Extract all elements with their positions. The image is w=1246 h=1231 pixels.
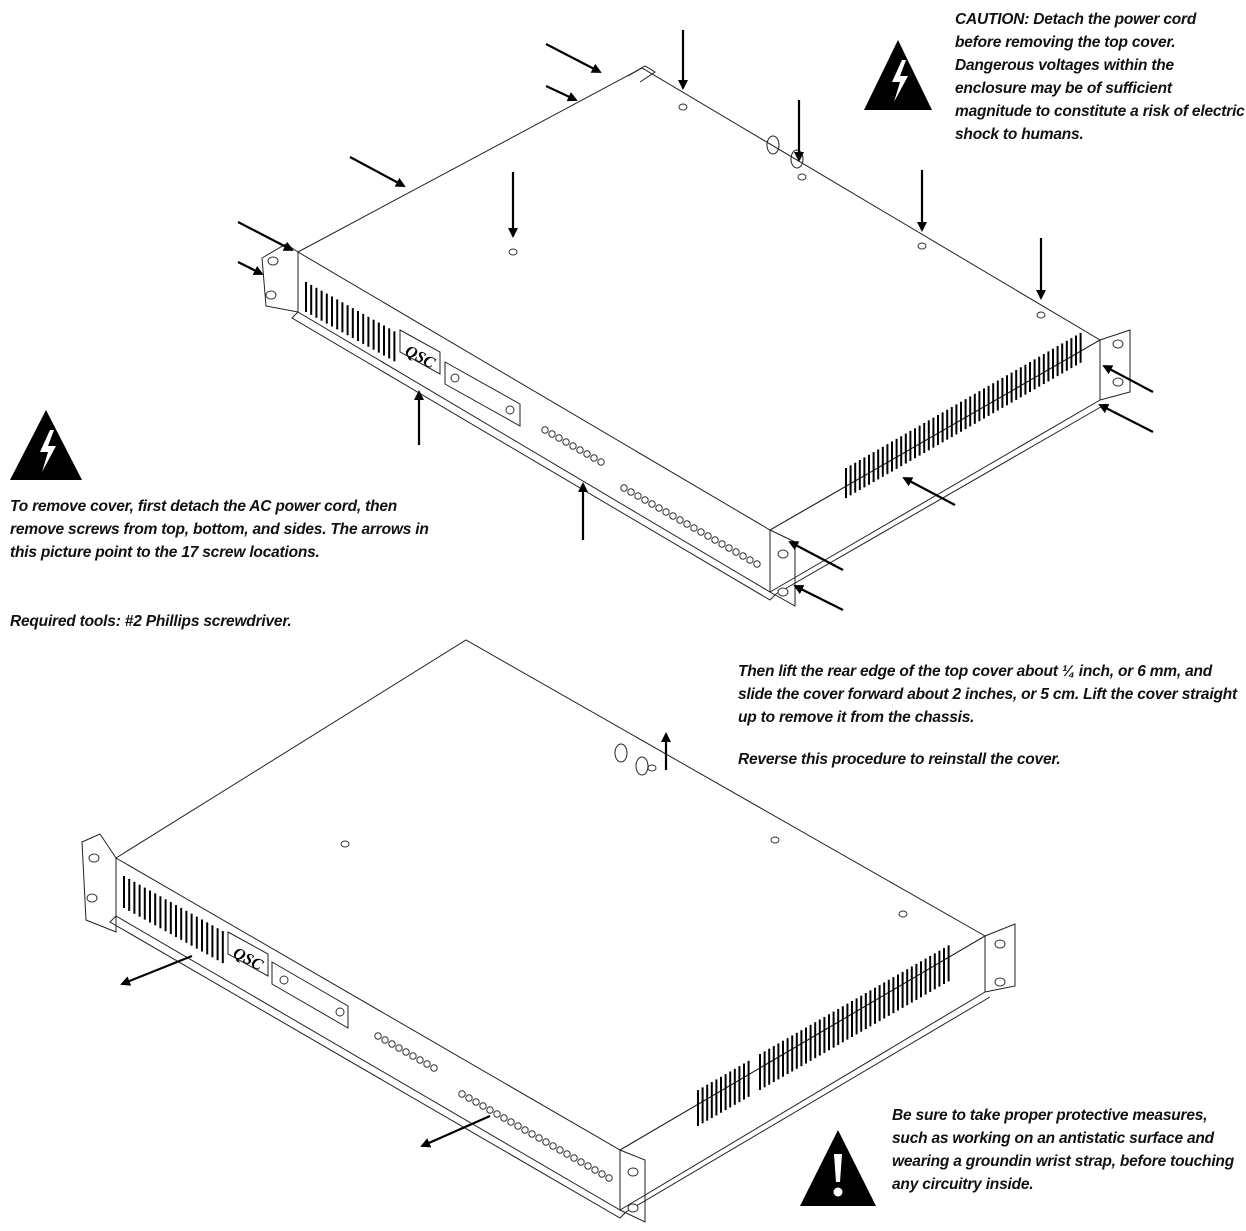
rack-hole: [777, 587, 789, 597]
electric-shock-warning-icon: [864, 40, 932, 110]
amplifier-top-view: QSC: [261, 65, 1131, 607]
amplifier-lift-view: QSC: [81, 639, 1016, 1223]
rack-hole: [1112, 339, 1124, 349]
required-tools: Required tools: #2 Phillips screwdriver.: [10, 613, 292, 630]
remove-instructions: To remove cover, first detach the AC pow…: [10, 498, 429, 561]
rack-hole: [1112, 377, 1124, 387]
cover-movement-arrows: [120, 732, 671, 1148]
screw-location-arrows: [237, 30, 1154, 611]
esd-warning: Be sure to take proper protective measur…: [892, 1107, 1234, 1193]
side-vent: [697, 945, 950, 1126]
side-vent: [845, 332, 1082, 498]
rack-hole: [777, 549, 789, 559]
brand-logo: QSC: [402, 343, 438, 373]
front-vent: [305, 282, 396, 362]
rack-hole: [265, 290, 277, 300]
exclamation-warning-icon: [800, 1130, 876, 1206]
caution-text: CAUTION: Detach the power cord before re…: [955, 11, 1245, 143]
reverse-instructions: Reverse this procedure to reinstall the …: [738, 751, 1061, 768]
connector-row: [374, 1032, 613, 1182]
lift-instructions: Then lift the rear edge of the top cover…: [738, 663, 1237, 726]
electric-shock-warning-icon: [10, 410, 82, 480]
connector-row: [541, 426, 761, 568]
rack-hole: [267, 256, 279, 266]
brand-logo: QSC: [230, 945, 266, 975]
front-vent: [123, 876, 224, 964]
